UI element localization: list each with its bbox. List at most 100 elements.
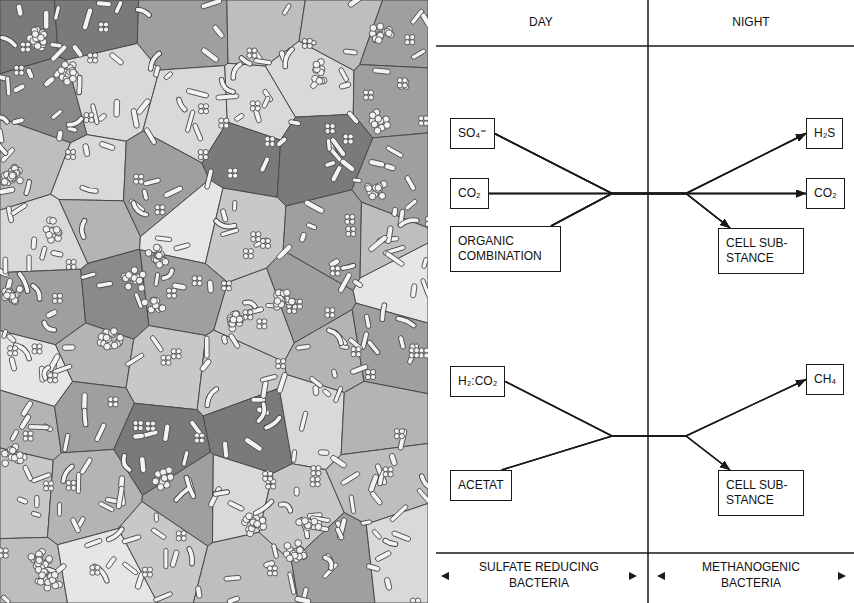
coccus-bacterium xyxy=(251,232,256,237)
node-text: CELL SUB- STANCE xyxy=(726,478,796,508)
curved-bacterium-outline xyxy=(33,286,40,299)
coccus-bacterium xyxy=(375,115,382,122)
process-box: CH₄ xyxy=(806,364,844,395)
mineral-grain xyxy=(137,0,228,70)
rod-bacterium xyxy=(9,429,19,442)
rod-bacterium xyxy=(56,130,63,142)
coccus-bacterium xyxy=(1,178,8,185)
mineral-grain xyxy=(341,381,428,454)
coccus-bacterium xyxy=(351,352,356,357)
process-box: H₂S xyxy=(806,118,843,149)
coccus-bacterium xyxy=(53,378,58,383)
rod-bacterium xyxy=(99,141,116,151)
coccus-bacterium xyxy=(288,298,295,305)
rod-bacterium xyxy=(352,279,364,289)
rod-bacterium xyxy=(164,548,168,568)
coccus-bacterium xyxy=(150,426,155,431)
curved-bacterium xyxy=(176,488,189,500)
curved-bacterium xyxy=(266,418,279,428)
coccus-bacterium xyxy=(219,118,224,123)
rod-bacterium xyxy=(0,187,15,196)
coccus-bacterium xyxy=(233,173,238,178)
curved-bacterium xyxy=(256,502,272,514)
coccus-bacterium xyxy=(50,217,57,224)
coccus-bacterium xyxy=(384,122,391,129)
process-box: CELL SUB- STANCE xyxy=(718,470,804,516)
coccus-bacterium xyxy=(302,518,309,525)
coccus-bacterium xyxy=(155,205,160,210)
illustration-ground xyxy=(0,0,428,603)
coccus-bacterium xyxy=(166,293,171,298)
coccus-bacterium xyxy=(274,298,281,305)
coccus-bacterium xyxy=(20,42,25,47)
coccus-bacterium xyxy=(203,104,208,109)
coccus-bacterium xyxy=(46,231,53,238)
coccus-bacterium xyxy=(171,293,176,298)
coccus-bacterium xyxy=(48,481,53,486)
coccus-bacterium xyxy=(203,150,208,155)
coccus-bacterium xyxy=(133,420,138,425)
coccus-bacterium xyxy=(139,174,144,179)
coccus-bacterium xyxy=(139,179,144,184)
coccus-bacterium xyxy=(330,124,335,129)
rod-bacterium xyxy=(294,596,311,603)
rod-bacterium xyxy=(291,449,297,462)
coccus-bacterium xyxy=(70,154,75,159)
curved-bacterium-outline xyxy=(2,38,15,46)
coccus-bacterium xyxy=(272,571,277,576)
coccus-bacterium xyxy=(145,250,152,257)
rod-bacterium xyxy=(200,47,219,63)
coccus-bacterium xyxy=(199,433,204,438)
rod-bacterium xyxy=(299,232,307,243)
rod-bacterium xyxy=(303,199,325,214)
coccus-bacterium xyxy=(166,355,171,360)
coccus-bacterium xyxy=(265,141,270,146)
coccus-bacterium xyxy=(397,83,402,88)
curved-bacterium xyxy=(33,286,40,299)
column-heading: NIGHT xyxy=(732,15,769,31)
curved-bacterium xyxy=(82,221,85,237)
coccus-bacterium xyxy=(228,168,233,173)
coccus-bacterium xyxy=(263,471,268,476)
coccus-bacterium xyxy=(156,252,163,259)
coccus-bacterium xyxy=(51,572,58,579)
curved-bacterium xyxy=(401,220,417,225)
rod-bacterium xyxy=(0,594,11,603)
coccus-bacterium xyxy=(255,106,260,111)
coccus-bacterium xyxy=(3,553,8,558)
node-text: CH₄ xyxy=(814,372,836,387)
coccus-bacterium xyxy=(93,53,98,58)
coccus-bacterium xyxy=(155,252,162,259)
curved-bacterium xyxy=(163,270,172,278)
coccus-bacterium xyxy=(330,129,335,134)
coccus-bacterium xyxy=(313,61,320,68)
rod-bacterium xyxy=(94,422,107,442)
coccus-bacterium xyxy=(192,276,197,281)
rod-bacterium xyxy=(199,358,212,372)
curved-bacterium xyxy=(422,476,428,490)
coccus-bacterium xyxy=(270,136,275,141)
rod-bacterium xyxy=(50,42,63,48)
coccus-bacterium xyxy=(399,434,404,439)
coccus-bacterium xyxy=(228,173,233,178)
rod-bacterium xyxy=(170,549,180,568)
coccus-bacterium xyxy=(405,35,410,40)
coccus-bacterium xyxy=(37,349,42,354)
rod-bacterium xyxy=(1,329,8,339)
curved-bacterium-outline xyxy=(189,549,192,564)
rod-bacterium xyxy=(122,534,142,544)
coccus-bacterium xyxy=(410,35,415,40)
coccus-bacterium xyxy=(36,557,43,564)
curved-bacterium-outline xyxy=(325,558,331,569)
curved-bacterium-outline xyxy=(241,58,250,64)
footer-rule xyxy=(436,552,854,554)
coccus-bacterium xyxy=(194,438,199,443)
coccus-bacterium xyxy=(272,566,277,571)
curved-bacterium-outline xyxy=(124,456,130,470)
rod-bacterium xyxy=(296,344,311,350)
rod-bacterium xyxy=(135,98,151,116)
coccus-bacterium xyxy=(302,43,307,48)
coccus-bacterium xyxy=(377,23,384,30)
span-arrow xyxy=(838,572,846,580)
coccus-bacterium xyxy=(161,355,166,360)
